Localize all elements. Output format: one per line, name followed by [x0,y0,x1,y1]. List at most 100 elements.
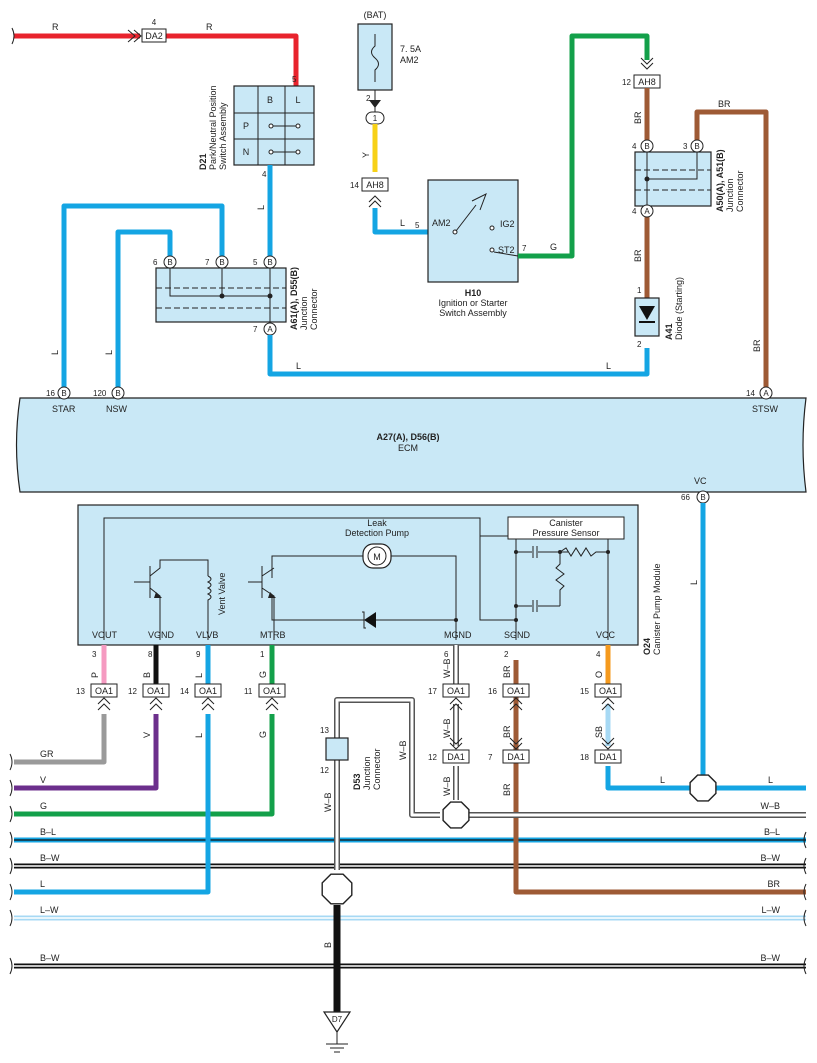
ecm-pin-66: 66 [681,493,690,502]
d21-pin-5: 5 [292,75,297,84]
a61-name-1: Junction [299,296,309,330]
d21-name-1: Park/Neutral Position [208,85,218,170]
oa1-connector-2-arrow [149,697,163,711]
h10-am2: AM2 [432,218,451,228]
oa1-connector-2 [142,683,170,698]
a41-pin-2: 2 [637,340,642,349]
wire-r-label-1: R [52,22,59,32]
oa1-connector-3-pin: 14 [180,687,189,696]
wire-label-sgnd: BR [502,665,512,678]
a61-pin-6: 6 [153,258,158,267]
harness-8-label-left: B–W [40,953,60,963]
wire-br-4-label: BR [752,339,762,352]
ecm-stsw: STSW [752,404,779,414]
ecm-star: STAR [52,404,76,414]
wire-l-vlvb [14,714,211,895]
da1-connector-3-arrow [601,737,615,750]
a61-pin-7b: 7 [205,258,210,267]
oa1-connector-6-label: OA1 [507,686,525,696]
oa1-connector-7-arrow [601,697,615,711]
ecm-code: A27(A), D56(B) [376,432,439,442]
wire-g-st2 [518,33,650,259]
wire-label-wb-oa1: W–B [442,718,452,738]
d53-code: D53 [352,773,362,790]
fuse-am2: (BAT) 7. 5A AM2 2 1 [357,10,421,125]
svg-text:B: B [694,142,699,151]
a50-pin-4b: 4 [632,142,637,151]
oa1-connector-5 [442,683,470,698]
harness-4-break-left [9,831,13,849]
wire-br-stsw [694,109,769,388]
oa1-connector-6-arrow [509,697,523,711]
harness-5-break-left [9,857,13,875]
d21-col-b: B [267,95,273,105]
wire-g-label: G [550,242,557,252]
sensor-label-1: Canister [549,518,583,528]
a50-name-2: Connector [735,170,745,212]
ecm-pin-120: 120 [93,389,107,398]
oa1-connector-4-label: OA1 [263,686,281,696]
wire-br-2-label: BR [718,99,731,109]
splice-ground [321,873,353,905]
wire-label-vgnd: B [142,672,152,678]
oa1-connector-3 [194,683,222,698]
h10-st2: ST2 [498,245,515,255]
wire-label-br-oa1: BR [502,725,512,738]
da1-connector-3-pin: 18 [580,753,589,762]
ecm-pin-14: 14 [746,389,755,398]
wire-br-1-label: BR [633,111,643,124]
h10-name-1: Ignition or Starter [438,298,507,308]
ah8-pin-12: 12 [622,78,631,87]
svg-text:B: B [167,258,172,267]
h10-code: H10 [465,288,482,298]
harness-8-break-left [9,957,13,975]
a41-name: Diode (Starting) [674,277,684,340]
h10-ig2: IG2 [500,219,515,229]
da1-connector-3-label: DA1 [599,752,617,762]
oa1-connector-6 [502,683,530,698]
h10-pin-7: 7 [522,244,527,253]
wire-l-d21-label: L [256,205,266,210]
a50-code: A50(A), A51(B) [715,149,725,212]
wire-g [14,714,275,817]
o24-terminal-vlvb: VLVB [196,630,218,640]
harness-4-label-right: B–L [764,827,780,837]
wire-l-a61-diode [267,335,650,377]
a41-code: A41 [664,323,674,340]
wire-label-l-vc-right: L [768,775,773,785]
oa1-connector-7-pin: 15 [580,687,589,696]
d21-switch: B L P N 5 4 D21 Park/Neutral Position Sw… [198,75,315,179]
o24-terminal-mtrb: MTRB [260,630,286,640]
ecm: A27(A), D56(B) ECM B B A B 16 120 14 66 … [15,386,807,504]
da1-connector-2-arrow [509,737,523,750]
a50-name-1: Junction [725,178,735,212]
leak-label-2: Detection Pump [345,528,409,538]
wire-star-label: L [50,350,60,355]
harness-5-label-right: B–W [760,853,780,863]
da2-pin: 4 [152,18,157,27]
ah8-label: AH8 [366,180,384,190]
wire-label-l-oa1: L [194,733,204,738]
oa1-connector-1 [90,683,118,698]
da1-connector-1-pin: 12 [428,753,437,762]
oa1-connector-7-label: OA1 [599,686,617,696]
harness-8-break-right [803,957,807,975]
wire-label-wb-da1: W–B [442,776,452,796]
harness-3-label-left: G [40,801,47,811]
oa1-connector-3-arrow [201,697,215,711]
svg-text:B: B [219,258,224,267]
wire-label-vlvb: L [194,673,204,678]
d21-code: D21 [198,153,208,170]
ecm-pin-16: 16 [46,389,55,398]
splice-wb [442,801,470,829]
a41-diode: 1 2 A41 Diode (Starting) [634,277,684,349]
harness-4-label-left: B–L [40,827,56,837]
ah8-pin-14: 14 [350,181,359,190]
vent-valve-label: Vent Valve [217,573,227,615]
wire-l-vc-harness [605,766,806,791]
harness-1: GR [9,749,54,771]
